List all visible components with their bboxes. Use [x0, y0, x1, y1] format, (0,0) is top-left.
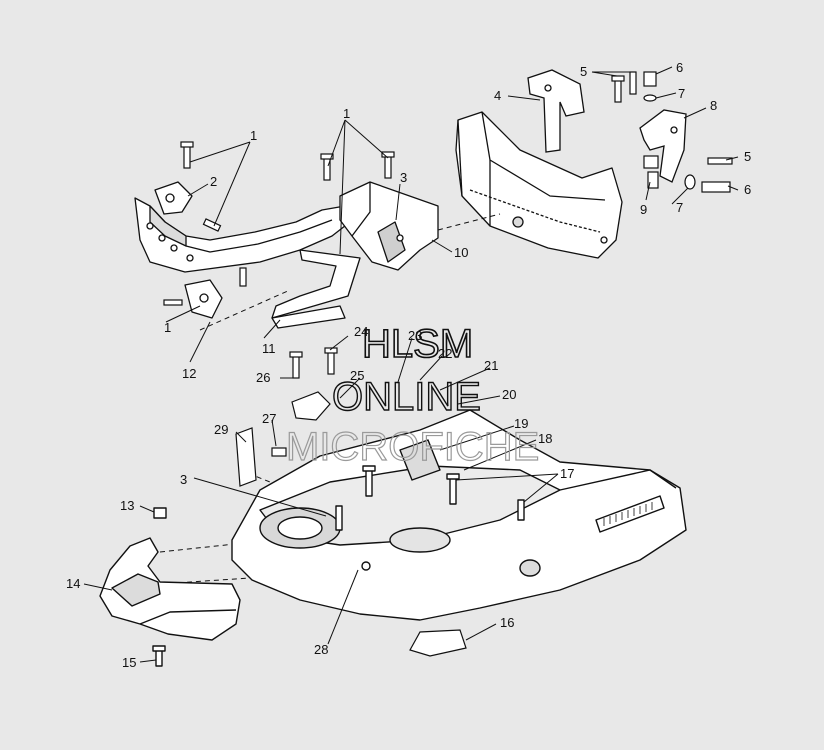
- callout-29: 29: [214, 422, 228, 437]
- belly-pan: [231, 409, 687, 621]
- watermark-line-1: HLSM: [362, 322, 473, 366]
- front-bumper: [99, 507, 241, 667]
- callout-9: 9: [640, 202, 647, 217]
- watermark-line-3: MICROFICHE: [286, 425, 539, 469]
- callout-27: 27: [262, 411, 276, 426]
- callout-5: 5: [580, 64, 587, 79]
- callout-2: 2: [210, 174, 217, 189]
- watermark-line-2: ONLINE: [332, 375, 481, 419]
- callout-23: 23: [408, 328, 422, 343]
- leader-dashes: [159, 213, 501, 585]
- watermark: HLSM ONLINE MICROFICHE: [285, 321, 540, 469]
- callout-26: 26: [256, 370, 270, 385]
- callout-18: 18: [538, 431, 552, 446]
- callout-3: 3: [400, 170, 407, 185]
- callout-15: 15: [122, 655, 136, 670]
- callout-1: 1: [343, 106, 350, 121]
- callout-4: 4: [494, 88, 501, 103]
- callout-14: 14: [66, 576, 80, 591]
- front-frame-assembly: [134, 181, 361, 329]
- callout-5: 5: [744, 149, 751, 164]
- callout-8: 8: [710, 98, 717, 113]
- callout-19: 19: [514, 416, 528, 431]
- mount-brackets-center: [235, 347, 338, 487]
- callout-22: 22: [438, 346, 452, 361]
- bolt-group-front: [163, 141, 395, 306]
- callout-6: 6: [744, 182, 751, 197]
- callout-labels: 1 1 1 2 3 3 4 5 5 6 6 7 7 8 9 10 11 12 1…: [66, 60, 751, 670]
- callout-7: 7: [676, 200, 683, 215]
- callout-7: 7: [678, 86, 685, 101]
- callout-17: 17: [560, 466, 574, 481]
- callout-20: 20: [502, 387, 516, 402]
- leader-lines: [83, 66, 739, 663]
- skid-plate: [409, 629, 467, 657]
- callout-28: 28: [314, 642, 328, 657]
- callout-6: 6: [676, 60, 683, 75]
- callout-24: 24: [354, 324, 368, 339]
- callout-12: 12: [182, 366, 196, 381]
- bracket-4: [527, 69, 585, 153]
- callout-16: 16: [500, 615, 514, 630]
- callout-1: 1: [250, 128, 257, 143]
- callout-1: 1: [164, 320, 171, 335]
- rear-bulkhead: [455, 111, 623, 259]
- callout-25: 25: [350, 368, 364, 383]
- bracket-8: [639, 109, 687, 183]
- callout-13: 13: [120, 498, 134, 513]
- callout-10: 10: [454, 245, 468, 260]
- callout-21: 21: [484, 358, 498, 373]
- callout-11: 11: [262, 341, 276, 356]
- steering-post-bracket: [339, 181, 439, 271]
- callout-3: 3: [180, 472, 187, 487]
- hardware-right: [611, 71, 733, 193]
